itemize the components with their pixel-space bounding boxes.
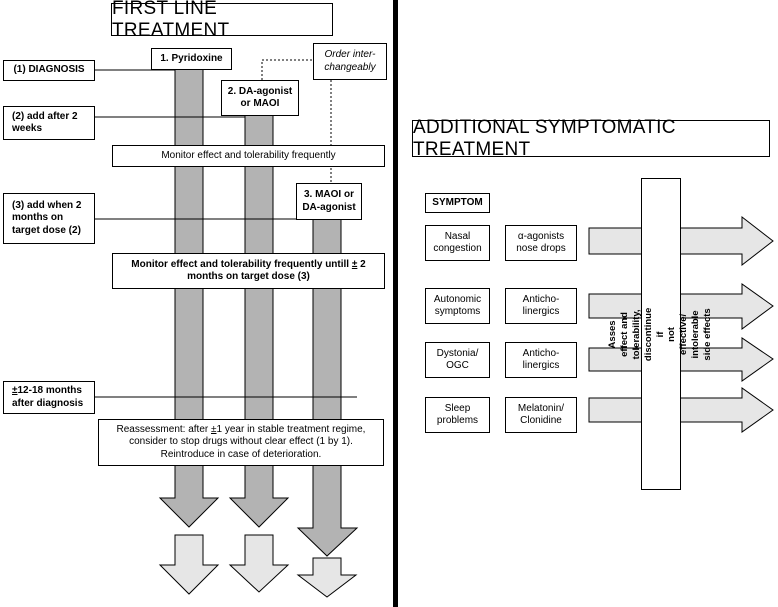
treatment-alpha-agonists: α-agonists nose drops: [505, 225, 577, 261]
right-arrow-sleep: [588, 387, 774, 433]
add-when-2-months-label: (3) add when 2 months on target dose (2): [3, 193, 95, 244]
monitor-until-target-box: Monitor effect and tolerability frequent…: [112, 253, 385, 289]
months-12-18-label: ±12-18 months after diagnosis: [3, 381, 95, 414]
arrow-bottom-3: [296, 557, 358, 598]
maoi-or-da-agonist-box: 3. MAOI or DA-agonist: [296, 183, 362, 220]
symptom-autonomic: Autonomic symptoms: [425, 288, 490, 324]
arrow-bottom-1: [158, 534, 220, 595]
treatment-melatonin-clonidine: Melatonin/ Clonidine: [505, 397, 577, 433]
order-interchangeably-note: Order inter- changeably: [313, 43, 387, 80]
section-divider: [393, 0, 398, 607]
right-arrow-dystonia: [588, 337, 774, 382]
arrow-bottom-2: [228, 534, 290, 593]
diagnosis-label: (1) DIAGNOSIS: [3, 60, 95, 81]
pyridoxine-box: 1. Pyridoxine: [151, 48, 232, 70]
dashed-bracket: [261, 59, 313, 80]
treatment-anticholinergics-2: Anticho- linergics: [505, 342, 577, 378]
additional-title: ADDITIONAL SYMPTOMATIC TREATMENT: [412, 117, 770, 160]
monitor-frequently-box: Monitor effect and tolerability frequent…: [112, 145, 385, 167]
reassessment-box: Reassessment: after ±1 year in stable tr…: [98, 419, 384, 466]
treatment-anticholinergics-1: Anticho- linergics: [505, 288, 577, 324]
first-line-title: FIRST LINE TREATMENT: [111, 0, 333, 41]
add-after-2-weeks-label: (2) add after 2 weeks: [3, 106, 95, 140]
monitor-until-line-1: Monitor effect and tolerability frequent…: [131, 258, 366, 270]
symptom-dystonia-ogc: Dystonia/ OGC: [425, 342, 490, 378]
assess-effect-text: Asses effect and tolerability, discontin…: [607, 307, 714, 361]
symptom-header: SYMPTOM: [425, 193, 490, 213]
symptom-sleep-problems: Sleep problems: [425, 397, 490, 433]
right-arrow-autonomic: [588, 283, 774, 330]
assess-effect-box: Asses effect and tolerability, discontin…: [608, 178, 714, 490]
arrow-pyridoxine-column: [158, 67, 220, 528]
da-agonist-or-maoi-box: 2. DA-agonist or MAOI: [221, 80, 299, 116]
monitor-until-line-2: months on target dose (3): [187, 271, 310, 282]
symptom-nasal-congestion: Nasal congestion: [425, 225, 490, 261]
right-arrow-nasal: [588, 215, 774, 267]
